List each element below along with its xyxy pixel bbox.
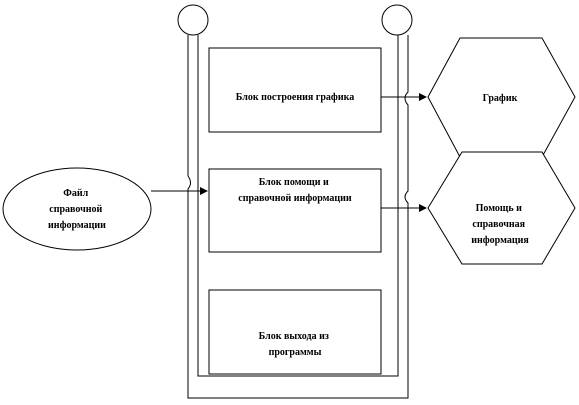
svg-text:График: График bbox=[483, 93, 518, 104]
graph-output-label: График bbox=[483, 93, 518, 104]
file-label-line-3: информации bbox=[48, 220, 106, 231]
help-output-label-line-3: информация bbox=[471, 235, 529, 246]
help-info-block: Блок помощи и справочной информации bbox=[208, 168, 382, 253]
start-terminal-left bbox=[177, 4, 209, 36]
help-output-label-line-2: справочная bbox=[472, 219, 525, 230]
help-output-label-line-1: Помощь и bbox=[476, 203, 522, 214]
svg-text:Помощь и справочная: Помощь и справочная информация bbox=[471, 203, 529, 246]
svg-text:Блок помощи и справочной: Блок помощи и справочной информации bbox=[238, 177, 352, 204]
start-terminal-right bbox=[381, 4, 413, 36]
graph-output-hexagon: График bbox=[427, 37, 576, 158]
file-label-line-1: Файл bbox=[63, 188, 88, 199]
exit-program-block: Блок выхода из программы bbox=[208, 289, 382, 375]
help-output-hexagon: Помощь и справочная информация bbox=[427, 151, 576, 265]
exit-block-label-line-2: программы bbox=[269, 347, 322, 358]
svg-text:Файл справочной ин: Файл справочной информации bbox=[48, 188, 106, 231]
inner-bus-frame bbox=[197, 35, 399, 377]
svg-text:Блок выхода из программы: Блок выхода из программы bbox=[259, 331, 332, 358]
help-file-ellipse: Файл справочной информации bbox=[2, 167, 152, 251]
help-block-label-line-2: справочной информации bbox=[238, 193, 352, 204]
graph-build-block: Блок построения графика bbox=[208, 47, 382, 133]
exit-block-label-line-1: Блок выхода из bbox=[259, 331, 329, 342]
file-label-line-2: справочной bbox=[49, 204, 102, 215]
main-bus-frame bbox=[187, 35, 409, 399]
graph-block-label-line-1: Блок построения графика bbox=[236, 92, 354, 103]
svg-text:Блок построения графика: Блок построения графика bbox=[236, 92, 354, 103]
help-block-label-line-1: Блок помощи и bbox=[259, 177, 329, 188]
